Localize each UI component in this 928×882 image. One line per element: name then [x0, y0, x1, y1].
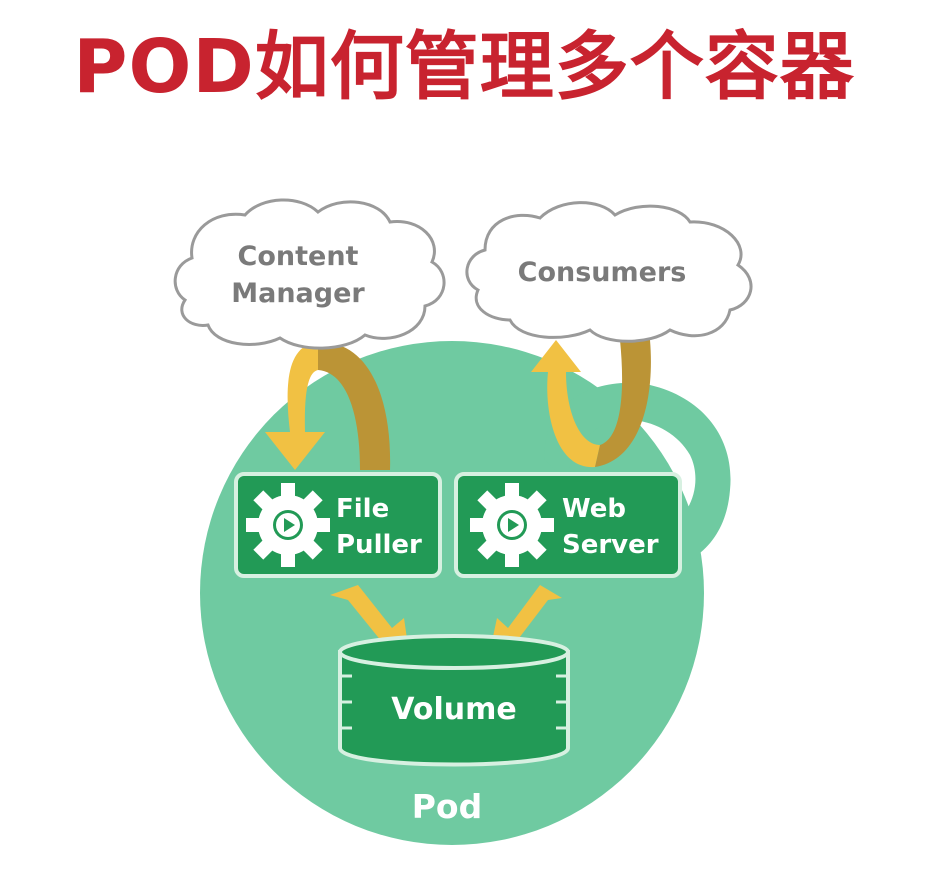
- volume-cylinder: Volume: [338, 634, 570, 767]
- web-server-to-consumers-arrow: [531, 340, 651, 468]
- content-manager-cloud: Content Manager: [173, 198, 446, 350]
- content-manager-label-line1: Content: [238, 241, 359, 272]
- consumers-cloud: Consumers: [465, 201, 753, 343]
- file-puller-container: File Puller: [234, 472, 442, 578]
- cylinder-icon: [338, 634, 570, 767]
- web-server-label-line2: Server: [562, 530, 659, 560]
- pod-label: Pod: [412, 787, 482, 826]
- volume-label: Volume: [391, 692, 516, 727]
- content-manager-label-line2: Manager: [231, 278, 365, 309]
- file-puller-label-line1: File: [336, 494, 389, 524]
- pod-shape: [200, 341, 731, 845]
- gear-play-icon: [470, 483, 554, 567]
- cloud-icon: [465, 201, 753, 343]
- content-manager-to-file-puller-arrow: [265, 341, 391, 470]
- web-server-label-line1: Web: [562, 494, 626, 524]
- web-server-container: Web Server: [454, 472, 682, 578]
- page-title: POD如何管理多个容器: [73, 24, 855, 110]
- file-puller-label-line2: Puller: [336, 530, 422, 560]
- consumers-label: Consumers: [518, 257, 687, 288]
- gear-play-icon: [246, 483, 330, 567]
- cloud-icon: [173, 198, 446, 350]
